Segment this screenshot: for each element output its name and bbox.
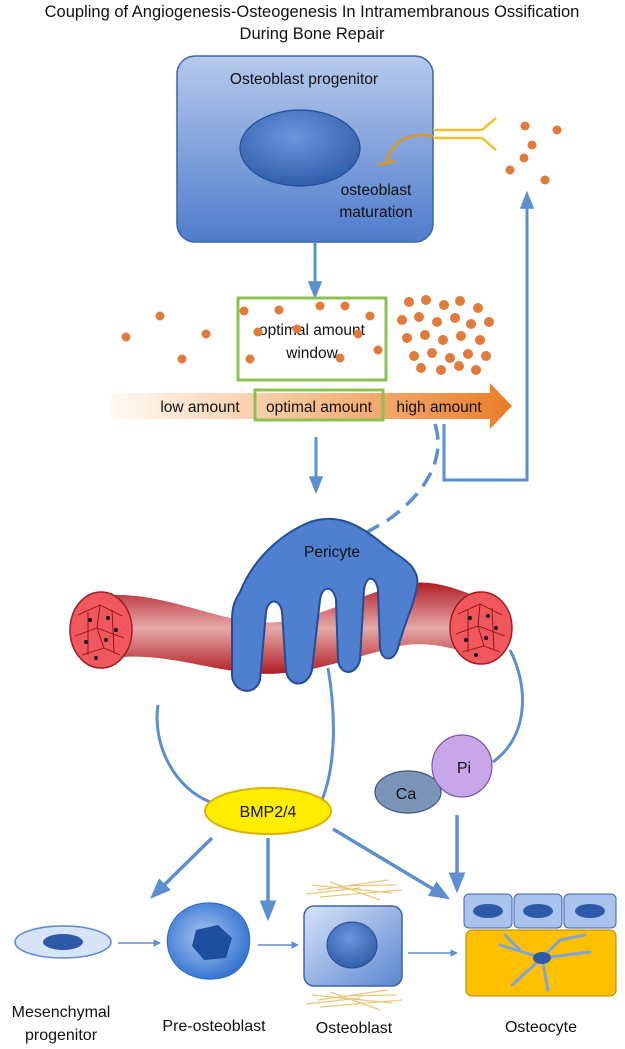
connector-vessel-to-bmp — [155, 704, 214, 805]
osteocyte-dendrites — [498, 933, 592, 992]
gradient-optimal-label: optimal amount — [266, 399, 373, 416]
window-label-line-2: window — [285, 345, 338, 362]
mesenchymal-label-line-1: Mesenchymal — [12, 1004, 111, 1021]
vessel-lumen-right — [449, 591, 513, 665]
factor-dots-optimal — [239, 301, 383, 364]
progenitor-nucleus — [239, 109, 361, 187]
mesenchymal-label-line-2: progenitor — [25, 1027, 98, 1044]
osteoblast-label: Osteoblast — [316, 1020, 393, 1037]
ca-mineral — [374, 770, 442, 814]
receptor-icon — [433, 117, 497, 151]
minerals: Ca Pi — [374, 734, 493, 814]
inhibition-bar — [376, 159, 397, 167]
osteoblast-cell — [303, 879, 403, 1011]
pi-label: Pi — [457, 760, 471, 777]
maturation-label-line-1: osteoblast — [341, 182, 412, 199]
connector-vessel-to-pi — [492, 649, 525, 764]
maturation-label-line-2: maturation — [339, 204, 412, 221]
amount-gradient-bar: low amount optimal amount high amount — [111, 383, 512, 429]
factor-dots-low — [121, 311, 211, 364]
osteoblast-progenitor-cell: Osteoblast progenitor osteoblast maturat… — [176, 55, 434, 243]
osteocyte-cell — [463, 893, 617, 997]
pericyte-label: Pericyte — [304, 544, 360, 561]
factor-dots-high — [397, 295, 494, 375]
inhibition-curve — [384, 133, 434, 164]
optimal-amount-window: optimal amount window — [236, 296, 388, 382]
vessel-lumen-left — [69, 591, 133, 669]
bmp-factor: BMP2/4 — [204, 787, 332, 835]
preosteoblast-cell — [166, 902, 251, 980]
factor-dots-receptor — [505, 121, 562, 185]
pi-mineral — [431, 734, 493, 798]
title-line-2: During Bone Repair — [240, 25, 385, 43]
mesenchymal-progenitor-cell — [14, 925, 112, 959]
dashed-high-to-pericyte — [361, 423, 440, 537]
progenitor-label: Osteoblast progenitor — [230, 71, 378, 88]
preosteoblast-label: Pre-osteoblast — [162, 1018, 266, 1035]
feedback-arrow — [442, 190, 535, 482]
connector-pericyte-to-bmp — [320, 667, 335, 801]
optimal-bar-highlight — [253, 388, 385, 422]
arrow-bmp-to-osteocyte — [332, 827, 451, 900]
arrow-bmp-to-preosteoblast — [150, 836, 214, 899]
gradient-low-label: low amount — [160, 399, 240, 416]
bmp-label: BMP2/4 — [240, 804, 297, 821]
window-label-line-1: optimal amount — [259, 322, 366, 339]
osteocyte-label: Osteocyte — [505, 1019, 577, 1036]
pericyte-cell: Pericyte — [231, 517, 419, 692]
gradient-high-label: high amount — [396, 399, 482, 416]
ca-label: Ca — [396, 786, 417, 803]
title-line-1: Coupling of Angiogenesis-Osteogenesis In… — [45, 3, 580, 21]
